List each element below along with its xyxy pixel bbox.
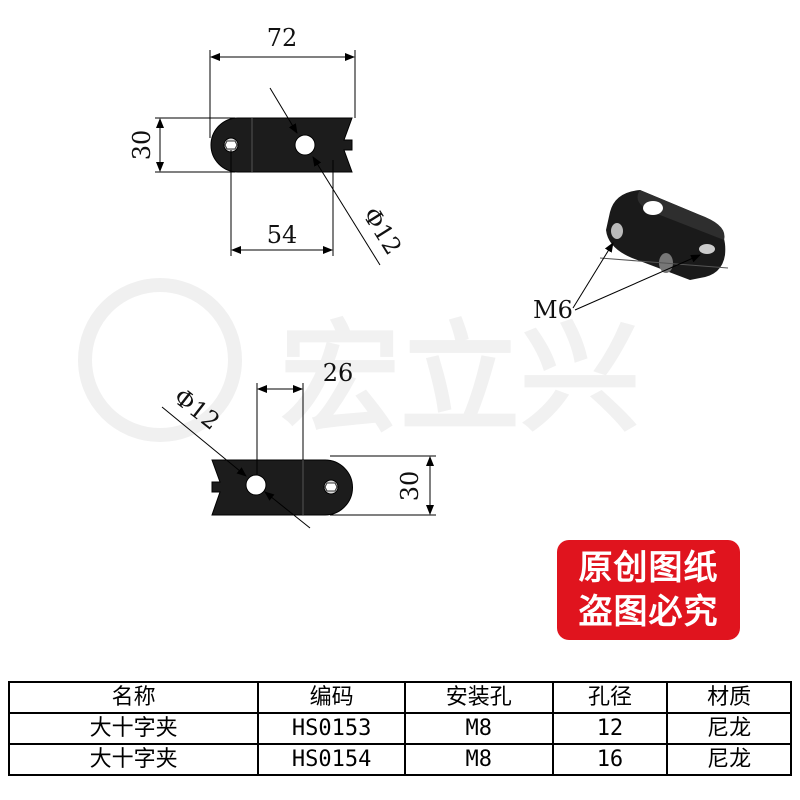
top-view [155,50,381,266]
cell-code: HS0153 [257,712,406,745]
cell-mount-hole: M8 [404,743,554,776]
stamp-line-1: 原创图纸 [578,548,719,588]
header-material: 材质 [666,681,792,714]
bottom-view [161,383,436,529]
dim-height-30: 30 [128,130,156,161]
stamp-line-2: 盗图必究 [578,592,719,632]
dim-pitch-54: 54 [267,221,298,249]
dim-hole-top: Φ12 [357,202,407,259]
cell-hole-diameter: 16 [551,743,669,776]
cell-hole-diameter: 12 [551,712,669,745]
cell-material: 尼龙 [666,743,792,776]
header-code: 编码 [257,681,406,714]
table-row: 大十字夹 HS0153 M8 12 尼龙 [7,712,792,745]
header-mount-hole: 安装孔 [404,681,554,714]
cell-material: 尼龙 [666,712,792,745]
watermark-text: 宏立兴 [280,310,640,449]
table-row: 大十字夹 HS0154 M8 16 尼龙 [7,743,792,776]
copyright-stamp: 原创图纸 盗图必究 [557,540,740,640]
dim-width-72: 72 [267,24,298,52]
isometric-view [572,190,729,311]
cell-name: 大十字夹 [7,743,260,776]
dim-offset-26: 26 [323,359,354,387]
table-header-row: 名称 编码 安装孔 孔径 材质 [7,681,792,714]
header-hole-diameter: 孔径 [551,681,669,714]
cell-name: 大十字夹 [7,712,260,745]
dim-height-30-bottom: 30 [396,471,424,502]
watermark: 宏立兴 [78,278,640,449]
header-name: 名称 [7,681,260,714]
cell-code: HS0154 [257,743,406,776]
spec-table: 名称 编码 安装孔 孔径 材质 大十字夹 HS0153 M8 12 尼龙 大十字… [7,681,792,776]
cell-mount-hole: M8 [404,712,554,745]
screw-label-m6: M6 [533,296,573,324]
